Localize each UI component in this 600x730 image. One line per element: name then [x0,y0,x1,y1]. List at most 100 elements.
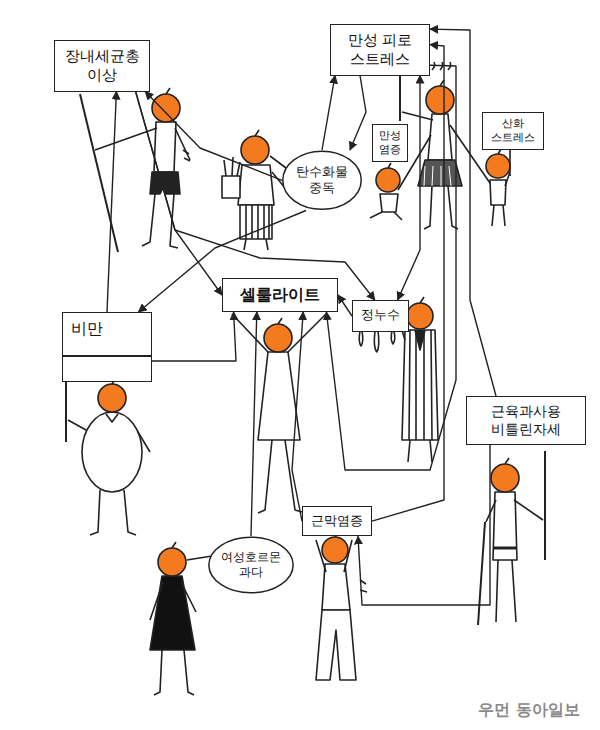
figure-child-part [388,163,391,168]
figure-woman-part [424,186,458,229]
sign-text: 셀룰라이트 [231,285,329,305]
figure-obese-part [65,382,67,442]
figure-woman-part [426,86,454,114]
arrow-connector [136,92,375,301]
figure-posture-part [486,500,543,522]
watermark: 우먼 동아일보 [478,700,580,721]
arrow-connector [338,295,352,316]
figure-posture-part [496,560,516,622]
figure-obese-part [82,412,142,492]
sign-text: 근막염증 [311,513,363,529]
figure-suit-part [415,330,425,350]
arrow-connector [152,312,236,361]
figure-posture-part [491,464,519,492]
arrow-connector [136,92,222,296]
figure-woman-part [428,114,452,160]
small-sign: 산화 스트레스 [482,112,544,150]
sign-text: 장내세균총 이상 [63,47,141,85]
sign-board: 비만 [62,312,152,382]
figure-child-part [376,168,400,192]
figure-cellulite-part [278,318,282,324]
arrow-connector [372,45,444,521]
speech-bubble: 탄수화물 중독 [282,150,362,211]
figure-suit-part [407,303,433,329]
figure-cellulite-part [232,314,326,352]
sign-text: 정누수 [361,307,400,323]
figure-obese-part [106,414,118,422]
figure-obese-part [68,420,150,452]
arrow-connector [322,76,335,151]
figure-obese-part [90,490,136,535]
figure-gut [80,88,190,252]
figure-hormone-part [154,650,194,695]
figure-child-part [370,212,402,220]
figure-child-part [492,205,505,226]
sign-text: 산화 스트레스 [487,117,539,145]
arrow-connector [358,445,490,605]
figure-woman-part [398,112,492,190]
figure-cellulite-part [258,352,300,440]
arrow-connector [107,92,116,313]
figure-posture-part [493,492,517,560]
sign-text: 탄수화물 중독 [292,164,352,197]
small-sign: 만성 염증 [372,124,408,162]
speech-bubble: 여성호르몬 과다 [208,536,294,594]
figure-posture [478,451,545,625]
figure-hormone-part [158,548,186,576]
figure-suit-part [402,330,438,440]
sign-text: 만성 피로 스트레스 [339,31,421,69]
figure-posture-part [505,458,509,464]
figure-woman [398,62,492,229]
figure-hormone-part [150,582,196,620]
figure-cellulite-part [264,324,292,352]
figure-gut-part [183,150,190,161]
figure-woman-part [424,166,451,186]
figure-carb-part [255,130,259,136]
figure-carb-part [244,239,268,250]
figure-posture-part [544,451,546,560]
figure-carb-part [224,157,240,176]
arrow-connector [398,76,420,301]
figure-posture-part [478,522,485,625]
figure-obese [66,378,150,535]
arrow-connector [251,312,257,536]
figure-carb-part [270,156,286,168]
figure-suit-part [420,297,424,303]
sign-board: 장내세균총 이상 [54,40,150,92]
figure-carb-part [241,136,269,164]
figure-suit [359,297,438,462]
figure-suit-part [409,330,432,440]
figure-posture-part [493,547,517,550]
figure-fascia-part [322,537,348,563]
arrow-connector [292,312,303,521]
figure-cellulite [232,314,326,513]
figure-hormone-part [172,542,176,548]
arrow-connector [145,92,282,181]
sign-text: 만성 염증 [377,129,403,157]
figure-cellulite-part [258,440,302,513]
bubble-ellipse [283,151,361,209]
bubble-ellipse [209,537,293,593]
sign-board: 만성 피로 스트레스 [330,24,430,76]
figure-hormone-part [187,556,212,560]
small-sign: 근막염증 [302,506,372,536]
sign-text: 비만 [71,319,143,339]
figure-hormone-part [150,576,195,650]
figure-suit-part [408,440,432,462]
figure-carb-part [240,205,272,239]
figure-woman-part [399,76,401,121]
arrow-connector [350,76,366,151]
figure-child-part [490,180,506,205]
figure-gut-part [150,172,180,194]
figure-carb-part [238,165,274,205]
small-sign: 정누수 [352,300,409,332]
figure-fascia-part [316,610,356,680]
figure-child-part [498,149,501,154]
figure-gut-part [166,88,170,94]
figure-obese-part [98,384,126,412]
figure-gut-part [154,122,176,172]
figure-carb-part [222,176,240,198]
arrow-connector [430,29,496,396]
figure-suit-part [359,331,395,352]
